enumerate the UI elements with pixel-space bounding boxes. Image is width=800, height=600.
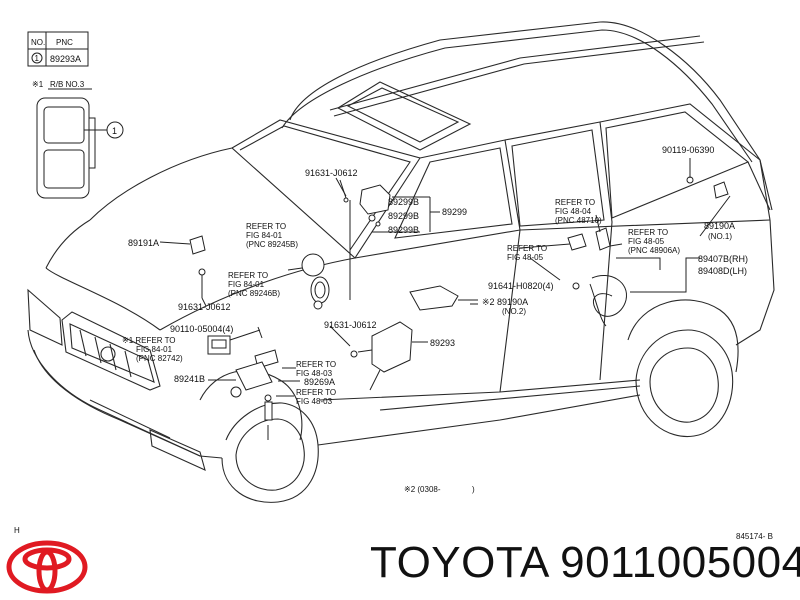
label-91631-j0612-top: 91631-J0612 — [305, 168, 358, 178]
figure-id: 845174- B — [736, 532, 773, 541]
label-91641-h0820: 91641-H0820(4) — [488, 281, 554, 291]
label-ref-4803a-2: FIG 48-03 — [296, 369, 333, 378]
table-header-no: NO. — [31, 38, 45, 47]
label-89299b-1: 89299B — [388, 197, 419, 207]
label-89269a: 89269A — [304, 377, 335, 387]
label-89293: 89293 — [430, 338, 455, 348]
sensor-front — [207, 329, 279, 440]
table-cell-no: 1 — [35, 54, 40, 63]
module-89293 — [350, 321, 413, 391]
label-91631-j0612-left: 91631-J0612 — [178, 302, 231, 312]
label-ref-4803b-1: REFER TO — [296, 388, 336, 397]
sensor-89190a-no2 — [409, 285, 478, 311]
label-89190a-no2: ※2 89190A — [482, 297, 528, 307]
label-89299: 89299 — [442, 207, 467, 217]
label-89408d-lh: 89408D(LH) — [698, 266, 747, 276]
label-91631-j0612-mid: 91631-J0612 — [324, 320, 377, 330]
label-note-0308: ※2 (0308- — [404, 485, 441, 494]
label-ref-8401c-1: ※1 REFER TO — [122, 336, 176, 345]
label-90119-06390: 90119-06390 — [662, 145, 714, 155]
label-ref-8401a-1: REFER TO — [246, 222, 286, 231]
sensor-89191a — [159, 235, 206, 298]
label-89190a-no1: 89190A — [704, 221, 735, 231]
label-89299b-2: 89299B — [388, 211, 419, 221]
label-ref-4804-2: FIG 48-04 — [555, 207, 592, 216]
brand-part-caption: TOYOTA 9011005004 — [370, 538, 800, 587]
rb-note-mark: ※1 — [32, 80, 44, 89]
label-ref-4805b-3: (PNC 48906A) — [628, 246, 680, 255]
label-ref-8401a-3: (PNC 89245B) — [246, 240, 298, 249]
label-ref-4805b-2: FIG 48-05 — [628, 237, 665, 246]
table-header-pnc: PNC — [56, 38, 73, 47]
vehicle-outline — [27, 21, 775, 503]
connector-89299 — [339, 179, 391, 300]
leader-lines — [201, 158, 731, 397]
table-cell-pnc: 89293A — [50, 54, 81, 64]
label-89241b: 89241B — [174, 374, 205, 384]
label-ref-4804-3: (PNC 48710) — [555, 216, 602, 225]
relay-block-detail: ※1 R/B NO.3 1 — [32, 80, 124, 199]
label-89190a-no1-sub: (NO.1) — [708, 232, 732, 241]
label-ref-4805a-2: FIG 48-05 — [507, 253, 544, 262]
door-harness — [567, 176, 729, 327]
label-ref-4804-1: REFER TO — [555, 198, 595, 207]
footer-mark-h: H — [14, 526, 20, 535]
label-ref-4803a-1: REFER TO — [296, 360, 336, 369]
label-89191a: 89191A — [128, 238, 159, 248]
label-90110-05004: 90110-05004(4) — [170, 324, 233, 334]
label-89299b-3: 89299B — [388, 225, 419, 235]
pnc-table: NO. PNC 1 89293A — [27, 31, 89, 67]
label-ref-8401b-3: (PNC 89246B) — [228, 289, 280, 298]
label-ref-8401c-3: (PNC 82742) — [136, 354, 183, 363]
parts — [159, 176, 729, 440]
callout-1: 1 — [112, 126, 117, 136]
toyota-logo-icon — [6, 540, 88, 594]
label-note-0308-end: ) — [472, 485, 475, 494]
label-ref-8401b-1: REFER TO — [228, 271, 268, 280]
label-ref-4805b-1: REFER TO — [628, 228, 668, 237]
label-89407b-rh: 89407B(RH) — [698, 254, 748, 264]
rb-note-label: R/B NO.3 — [50, 80, 85, 89]
label-ref-4805a-1: REFER TO — [507, 244, 547, 253]
part-labels: 91631-J0612 89299B 89299B 89299B 89299 8… — [122, 145, 748, 494]
label-ref-4803b-2: FIG 48-03 — [296, 397, 333, 406]
label-89190a-no2-sub: (NO.2) — [502, 307, 526, 316]
label-ref-8401a-2: FIG 84-01 — [246, 231, 283, 240]
spiral-cable — [287, 253, 330, 310]
label-ref-8401b-2: FIG 84-01 — [228, 280, 265, 289]
label-ref-8401c-2: FIG 84-01 — [136, 345, 173, 354]
